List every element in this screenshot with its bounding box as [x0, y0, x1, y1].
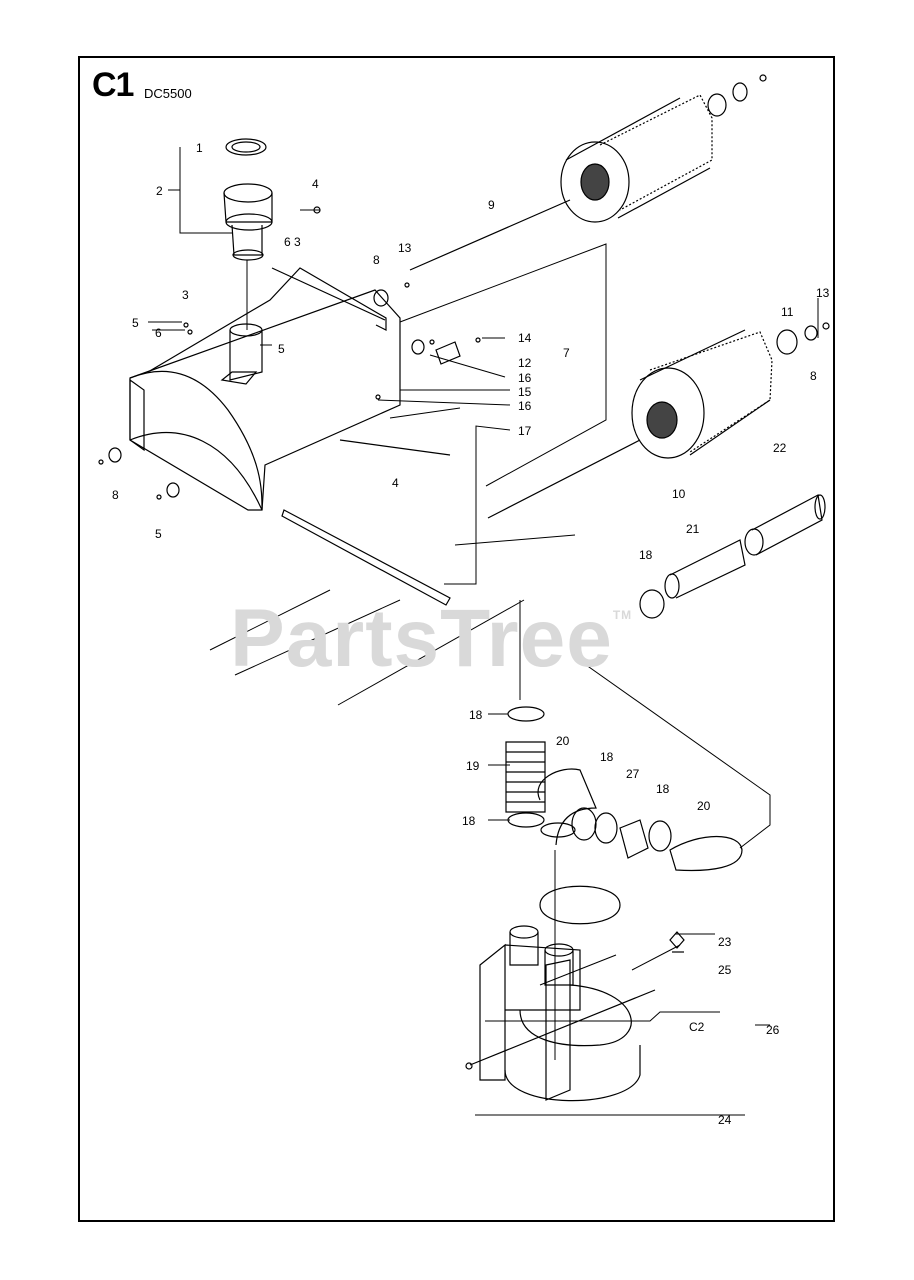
callout-13: 13 [398, 241, 412, 255]
callout-18: 18 [469, 708, 483, 722]
tie-rods [339, 199, 641, 519]
section-code: C1 [92, 66, 134, 104]
callout-19: 19 [466, 759, 480, 773]
callout-4: 4 [312, 177, 319, 191]
callout-4: 4 [392, 476, 399, 490]
callout-20: 20 [556, 734, 570, 748]
callout-14: 14 [518, 331, 532, 345]
hose-assembly [505, 706, 743, 872]
callout-5: 5 [278, 342, 285, 356]
callout-9: 9 [488, 198, 495, 212]
base-unit [465, 885, 685, 1102]
callout-23: 23 [718, 935, 732, 949]
callout-6-3: 6 3 [284, 235, 301, 249]
callout-8: 8 [373, 253, 380, 267]
callout-20: 20 [697, 799, 711, 813]
callout-6: 6 [155, 326, 162, 340]
watermark: PartsTreeTM [230, 593, 633, 684]
callout-11: 11 [781, 305, 794, 319]
callout-8: 8 [810, 369, 817, 383]
tube-21-22 [639, 494, 826, 619]
filler-neck-assembly [223, 138, 273, 261]
callout-26: 26 [766, 1023, 780, 1037]
callout-8: 8 [112, 488, 119, 502]
callout-18: 18 [462, 814, 476, 828]
callout-25: 25 [718, 963, 732, 977]
callout-13: 13 [816, 286, 830, 300]
diagram-frame [78, 56, 835, 1222]
callout-1: 1 [196, 141, 203, 155]
callout-21: 21 [686, 522, 700, 536]
callout-18: 18 [639, 548, 653, 562]
callout-10: 10 [672, 487, 686, 501]
callout-27: 27 [626, 767, 640, 781]
small-hardware [98, 206, 481, 500]
callout-24: 24 [718, 1113, 732, 1127]
callout-18: 18 [600, 750, 614, 764]
callout-16: 16 [518, 399, 532, 413]
callout-5: 5 [155, 527, 162, 541]
callout-22: 22 [773, 441, 787, 455]
callout-2: 2 [156, 184, 163, 198]
callout-17: 17 [518, 424, 532, 438]
callout-15: 15 [518, 385, 532, 399]
tank-body [129, 267, 401, 511]
callout-16: 16 [518, 371, 532, 385]
callout-7: 7 [563, 346, 570, 360]
callout-18: 18 [656, 782, 670, 796]
model-number: DC5500 [144, 86, 192, 101]
filter-cartridge-9 [560, 74, 767, 223]
callout-12: 12 [518, 356, 532, 370]
support-bar [281, 509, 451, 606]
filter-cartridge-10 [631, 322, 830, 459]
callout-5: 5 [132, 316, 139, 330]
callout-c2: C2 [689, 1020, 705, 1034]
callout-3: 3 [182, 288, 189, 302]
